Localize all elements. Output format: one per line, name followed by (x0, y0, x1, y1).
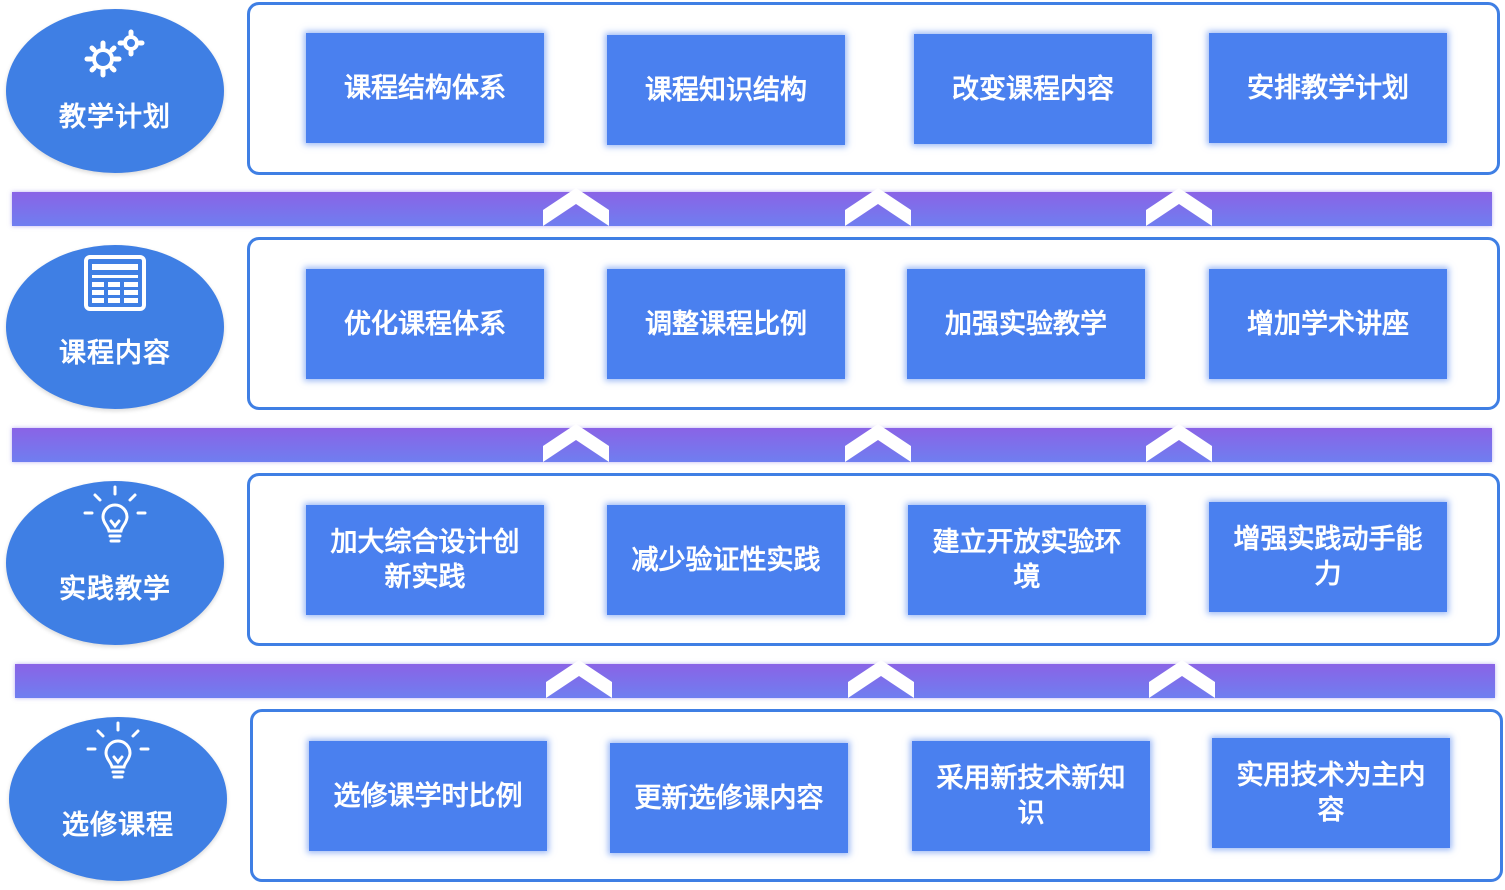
row-2-item-4: 增加学术讲座 (1209, 269, 1447, 379)
up-chevron-icon (546, 660, 612, 698)
document-table-icon (6, 255, 224, 315)
row-2-title: 课程内容 (59, 338, 171, 369)
row-3-item-4: 增强实践动手能力 (1209, 502, 1447, 612)
row-2-item-3: 加强实验教学 (907, 269, 1145, 379)
row-1-circle: 教学计划 (6, 9, 224, 173)
row-2-item-2: 调整课程比例 (607, 269, 845, 379)
row-4-item-1: 选修课学时比例 (309, 741, 547, 851)
up-chevron-icon (848, 660, 914, 698)
row-2-circle: 课程内容 (6, 245, 224, 409)
row-1-item-4: 安排教学计划 (1209, 33, 1447, 143)
up-chevron-icon (1146, 188, 1212, 226)
row-3-title: 实践教学 (59, 574, 171, 605)
row-4-title: 选修课程 (62, 810, 174, 841)
row-4-item-4: 实用技术为主内容 (1212, 738, 1450, 848)
up-chevron-icon (1149, 660, 1215, 698)
connector-band-2 (12, 428, 1492, 462)
row-3-item-2: 减少验证性实践 (607, 505, 845, 615)
row-3-item-3: 建立开放实验环境 (908, 505, 1146, 615)
row-1-item-2: 课程知识结构 (607, 35, 845, 145)
row-1-title: 教学计划 (59, 102, 171, 133)
row-4-item-2: 更新选修课内容 (610, 743, 848, 853)
row-3-item-1: 加大综合设计创新实践 (306, 505, 544, 615)
lightbulb-icon (6, 485, 224, 545)
row-4-item-3: 采用新技术新知识 (912, 741, 1150, 851)
up-chevron-icon (543, 188, 609, 226)
row-1-item-3: 改变课程内容 (914, 34, 1152, 144)
lightbulb-icon (9, 721, 227, 781)
connector-band-3 (15, 664, 1495, 698)
up-chevron-icon (1146, 424, 1212, 462)
connector-band-1 (12, 192, 1492, 226)
row-3-circle: 实践教学 (6, 481, 224, 645)
up-chevron-icon (845, 188, 911, 226)
row-4-circle: 选修课程 (9, 717, 227, 881)
gears-icon (6, 29, 224, 89)
up-chevron-icon (845, 424, 911, 462)
row-2-item-1: 优化课程体系 (306, 269, 544, 379)
up-chevron-icon (543, 424, 609, 462)
row-1-item-1: 课程结构体系 (306, 33, 544, 143)
